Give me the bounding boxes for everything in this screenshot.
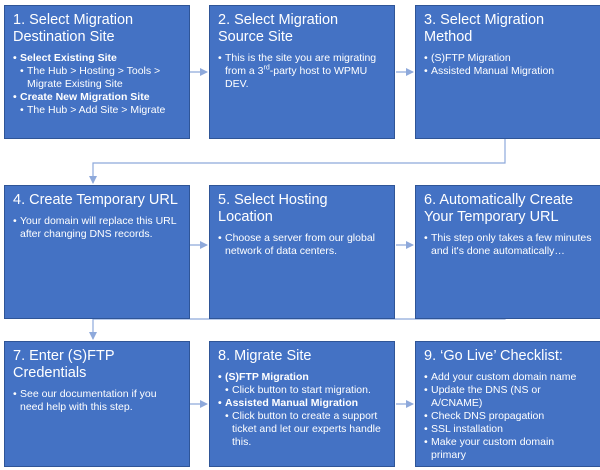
step-item-text: This is the site you are migrating from …: [225, 52, 377, 77]
step-subitem: Click button to create a support ticket …: [218, 410, 386, 449]
step-item: SSL installation: [424, 423, 592, 436]
step-items: Your domain will replace this URL after …: [13, 215, 181, 241]
step-item: (S)FTP Migration: [424, 52, 592, 65]
arrow-3-to-4: [89, 139, 506, 184]
step-2-box: 2. Select Migration Source Site This is …: [209, 5, 395, 139]
step-title: 2. Select Migration Source Site: [218, 12, 339, 45]
step-9-box: 9. ‘Go Live’ Checklist: Add your custom …: [415, 341, 600, 467]
step-item: (S)FTP Migration: [218, 371, 386, 384]
step-title: 8. Migrate Site: [218, 348, 312, 364]
step-title: 7. Enter (S)FTP Credentials: [13, 348, 115, 381]
step-item: Select Existing Site: [13, 52, 181, 65]
step-3-box: 3. Select Migration Method (S)FTP Migrat…: [415, 5, 600, 139]
step-item: See our documentation if you need help w…: [13, 388, 181, 414]
step-items: This step only takes a few minutes and i…: [424, 232, 592, 258]
step-items: This is the site you are migrating from …: [218, 52, 386, 91]
step-7-box: 7. Enter (S)FTP Credentials See our docu…: [4, 341, 190, 467]
step-subitem: The Hub > Hosting > Tools > Migrate Exis…: [13, 65, 181, 91]
step-item-text-after: -party host to WPMU DEV.: [225, 65, 368, 90]
step-title: 9. ‘Go Live’ Checklist:: [424, 348, 563, 364]
step-items: Select Existing Site The Hub > Hosting >…: [13, 52, 181, 117]
step-item: This step only takes a few minutes and i…: [424, 232, 592, 258]
step-title: 4. Create Temporary URL: [13, 192, 178, 208]
step-item: Update the DNS (NS or A/CNAME): [424, 384, 592, 410]
step-title: 6. Automatically Create Your Temporary U…: [424, 192, 574, 225]
step-6-box: 6. Automatically Create Your Temporary U…: [415, 185, 600, 319]
step-subitem: Click button to start migration.: [218, 384, 386, 397]
step-1-box: 1. Select Migration Destination Site Sel…: [4, 5, 190, 139]
step-items: (S)FTP Migration Click button to start m…: [218, 371, 386, 449]
step-8-box: 8. Migrate Site (S)FTP Migration Click b…: [209, 341, 395, 467]
step-item: Check DNS propagation: [424, 410, 592, 423]
step-items: (S)FTP Migration Assisted Manual Migrati…: [424, 52, 592, 78]
step-item: Create New Migration Site: [13, 91, 181, 104]
step-title: 1. Select Migration Destination Site: [13, 12, 134, 45]
step-4-box: 4. Create Temporary URL Your domain will…: [4, 185, 190, 319]
step-title: 3. Select Migration Method: [424, 12, 545, 45]
step-item-superscript: rd: [263, 64, 270, 72]
step-item: This is the site you are migrating from …: [218, 52, 386, 91]
step-items: Add your custom domain name Update the D…: [424, 371, 592, 462]
step-title: 5. Select Hosting Location: [218, 192, 328, 225]
step-item: Make your custom domain primary: [424, 436, 592, 462]
step-5-box: 5. Select Hosting Location Choose a serv…: [209, 185, 395, 319]
step-item: Add your custom domain name: [424, 371, 592, 384]
step-item: Your domain will replace this URL after …: [13, 215, 181, 241]
step-items: Choose a server from our global network …: [218, 232, 386, 258]
step-subitem: The Hub > Add Site > Migrate: [13, 104, 181, 117]
step-item: Assisted Manual Migration: [424, 65, 592, 78]
step-item: Assisted Manual Migration: [218, 397, 386, 410]
step-item: Choose a server from our global network …: [218, 232, 386, 258]
step-items: See our documentation if you need help w…: [13, 388, 181, 414]
